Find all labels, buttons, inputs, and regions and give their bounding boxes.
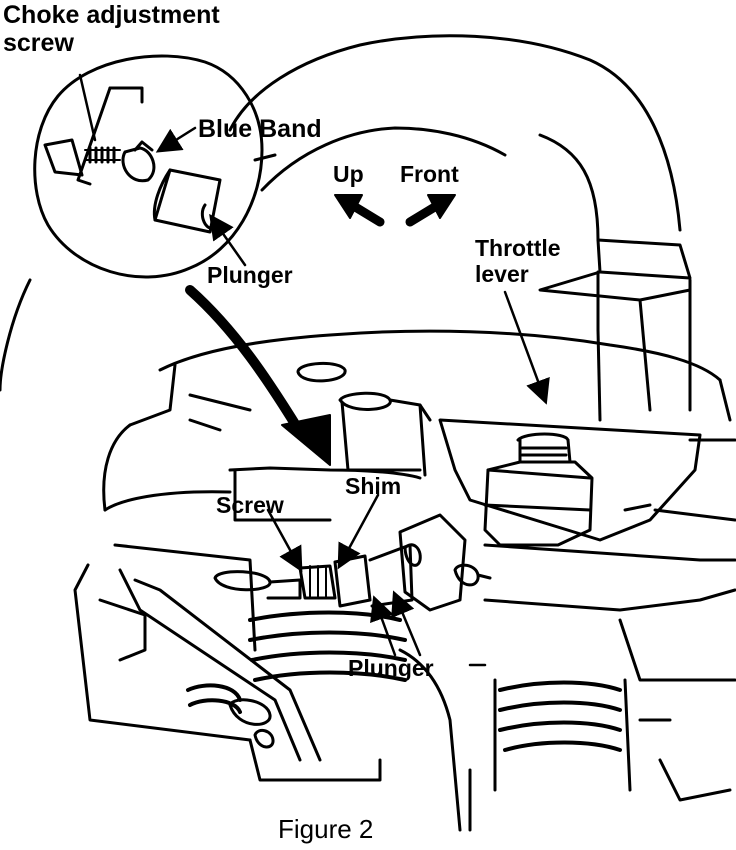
label-front: Front <box>400 161 459 187</box>
label-blue-band: Blue Band <box>198 115 322 143</box>
up-arrow-icon <box>334 194 385 227</box>
label-up: Up <box>333 161 364 187</box>
label-choke-adjustment: Choke adjustment <box>3 1 220 29</box>
hose-lines <box>0 34 682 392</box>
throttle-clamp <box>538 238 692 422</box>
front-arrow-icon <box>405 194 456 227</box>
label-plunger-inset: Plunger <box>207 262 293 288</box>
figure-caption: Figure 2 <box>278 814 374 844</box>
carburetor-body <box>73 329 736 832</box>
pointer-arrow-icon <box>185 285 331 466</box>
label-throttle: Throttle <box>475 235 561 261</box>
label-lever: lever <box>475 261 529 287</box>
label-shim: Shim <box>345 473 402 499</box>
label-screw: Screw <box>216 492 284 518</box>
label-plunger-main: Plunger <box>348 655 434 681</box>
leader-lines <box>266 290 550 667</box>
label-choke-screw: screw <box>3 29 74 57</box>
inset-detail <box>33 54 264 279</box>
